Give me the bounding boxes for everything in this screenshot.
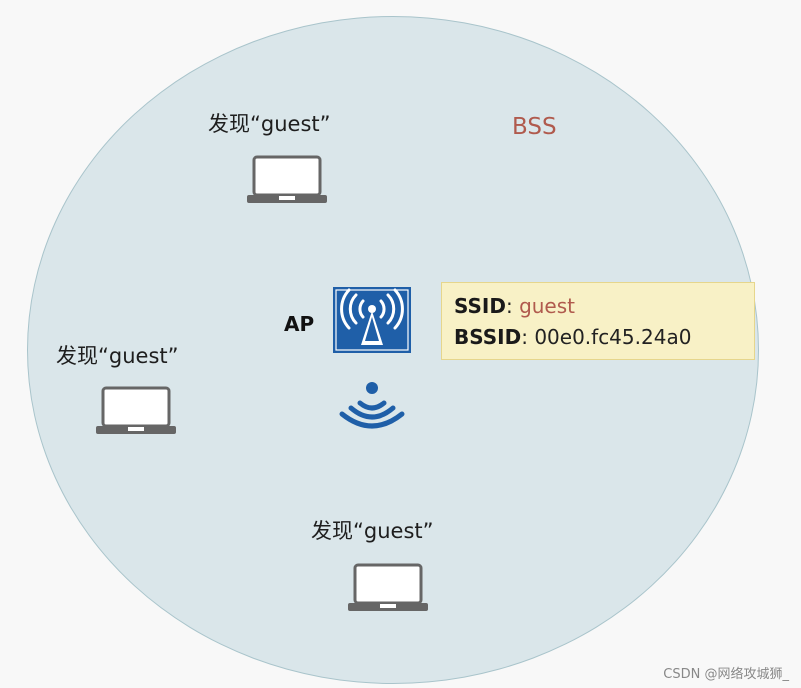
laptop-icon [348, 563, 428, 611]
access-point-icon [333, 287, 411, 353]
bssid-key: BSSID [454, 325, 522, 349]
discover-label-bottom: 发现“guest” [311, 519, 434, 543]
ssid-separator: : [505, 294, 520, 318]
ssid-row: SSID: guest [454, 291, 742, 322]
discover-label-left: 发现“guest” [56, 344, 179, 368]
laptop-icon [247, 155, 327, 203]
ssid-key: SSID [454, 294, 506, 318]
bssid-row: BSSID: 00e0.fc45.24a0 [454, 322, 742, 353]
wifi-signal-icon [339, 382, 405, 429]
bss-label: BSS [512, 114, 557, 140]
bssid-value: 00e0.fc45.24a0 [534, 325, 692, 349]
ap-label: AP [284, 312, 315, 336]
laptop-icon [96, 386, 176, 434]
watermark: CSDN @网络攻城狮_ [663, 667, 789, 682]
bssid-separator: : [521, 325, 535, 349]
ssid-value: guest [519, 294, 575, 318]
discover-label-top: 发现“guest” [208, 112, 331, 136]
ssid-info-box: SSID: guest BSSID: 00e0.fc45.24a0 [441, 282, 755, 360]
